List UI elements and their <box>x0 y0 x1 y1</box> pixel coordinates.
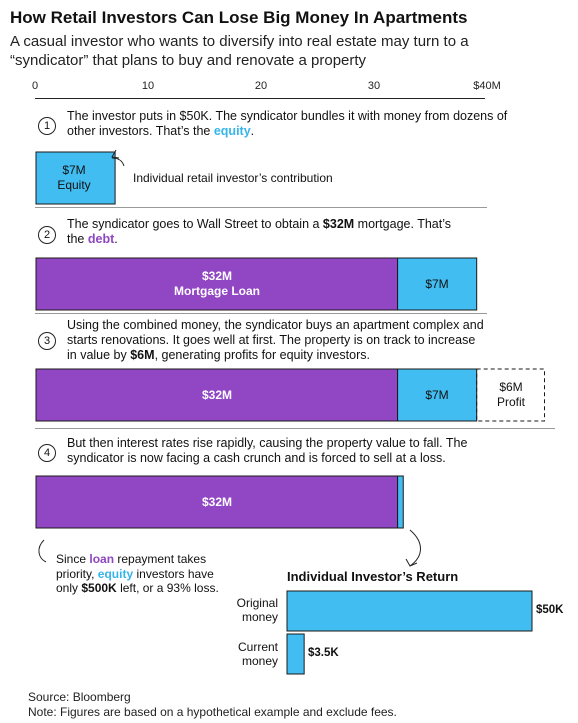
chart-subtitle: A casual investor who wants to diversify… <box>10 33 469 69</box>
return-value-original: $50K <box>536 604 564 616</box>
equity-bar-value: $7M <box>62 163 86 177</box>
step-1-end: . <box>250 124 255 138</box>
return-value-current: $3.5K <box>308 647 339 659</box>
step-3-end: , generating profits for equity investor… <box>154 348 370 362</box>
profit-bar-name: Profit <box>496 395 525 409</box>
equity3-bar-label: $7M <box>425 388 449 402</box>
contribution-note: Individual retail investor’s contributio… <box>133 171 333 185</box>
step-1-text: The investor puts in $50K. The syndicato… <box>67 109 508 138</box>
chart-title: How Retail Investors Can Lose Big Money … <box>10 8 468 27</box>
bar-step1-equity <box>35 151 116 205</box>
mortgage-bar-value: $32M <box>201 269 233 283</box>
debt4-bar-label: $32M <box>201 495 233 509</box>
axis-tick-10: 10 <box>141 80 155 92</box>
source-note: Source: Bloomberg <box>28 690 131 704</box>
axis-line <box>35 98 485 99</box>
axis-tick-30: 30 <box>367 80 381 92</box>
return-arrow <box>409 529 421 567</box>
axis-tick-20: 20 <box>254 80 268 92</box>
step-2-mid: mortgage. That’s the <box>67 217 452 246</box>
equity-bar-name: Equity <box>57 178 91 192</box>
bar-step3-equity <box>397 368 478 422</box>
step-3-text: Using the combined money, the syndicator… <box>67 318 484 362</box>
axis-tick-0: 0 <box>31 80 39 92</box>
return-category-original: Original money <box>236 596 278 624</box>
step-text-1: The investor puts in $50K. The syndicato… <box>67 109 527 139</box>
divider-3 <box>35 428 555 429</box>
step-number-4: 4 <box>38 444 56 462</box>
step-2-end: . <box>114 232 118 246</box>
step-text-2: The syndicator goes to Wall Street to ob… <box>67 217 467 247</box>
step-number-2: 2 <box>38 226 56 244</box>
divider-1 <box>35 207 487 208</box>
return-arrow-head <box>405 558 418 567</box>
bar-step3-profit <box>476 368 546 422</box>
bar-step2-equity <box>397 257 478 311</box>
return-bar-1 <box>286 633 305 675</box>
step-number-1: 1 <box>38 117 56 135</box>
step-2-amount: $32M <box>322 217 355 231</box>
contribution-arrow <box>111 157 125 167</box>
bar-step4-equity <box>397 475 404 529</box>
mortgage-bar-name: Mortgage Loan <box>174 284 260 298</box>
axis-tick-40: $40M <box>473 80 501 92</box>
bar-step4-debt <box>35 475 399 529</box>
return-category-current: Current money <box>237 640 278 668</box>
bar-step3-debt <box>35 368 399 422</box>
loss-note-loan: loan <box>89 552 115 566</box>
loss-note-text-2: repayment takes priority, <box>56 552 207 581</box>
loss-note-arrow <box>38 539 47 563</box>
return-chart-title: Individual Investor’s Return <box>287 569 459 584</box>
loss-note-equity: equity <box>97 566 134 581</box>
step-text-4: But then interest rates rise rapidly, ca… <box>67 436 468 465</box>
debt3-bar-label: $32M <box>201 388 233 402</box>
footnote: Note: Figures are based on a hypothetica… <box>28 705 397 719</box>
profit-bar-value: $6M <box>499 380 523 394</box>
loss-note-text-1: Since <box>56 552 90 566</box>
contribution-arrow-head <box>111 149 120 159</box>
step-text-3: Using the combined money, the syndicator… <box>67 318 487 363</box>
step-3-amount: $6M <box>130 348 155 362</box>
equity2-bar-label: $7M <box>425 277 449 291</box>
loss-note: Since loan repayment takes priority, equ… <box>56 552 226 596</box>
return-bar-0 <box>286 590 533 632</box>
divider-2 <box>35 313 487 314</box>
bar-step2-debt <box>35 257 399 311</box>
step-number-3: 3 <box>38 332 56 350</box>
step-1-highlight: equity <box>213 124 251 138</box>
step-2-highlight: debt <box>87 232 115 246</box>
loss-note-text-4: left, or a 93% loss. <box>116 581 219 595</box>
step-2-text: The syndicator goes to Wall Street to ob… <box>67 217 323 231</box>
loss-note-amount: $500K <box>81 581 117 595</box>
loss-note-text-3: investors have only <box>56 566 214 596</box>
